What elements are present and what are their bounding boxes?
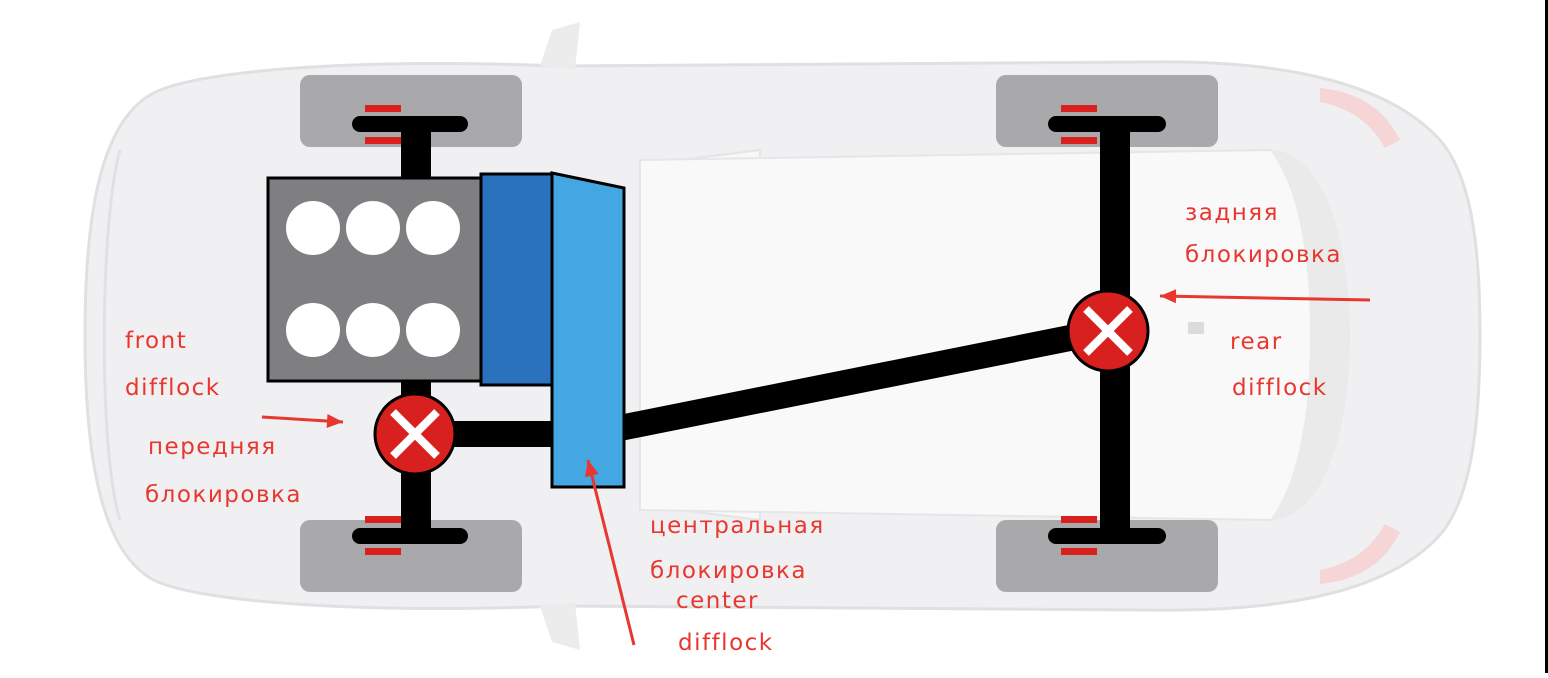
rear-difflock-en-line1: rear (1230, 329, 1283, 355)
cylinder-4-circle-icon (286, 303, 340, 357)
annotation-arrows (261, 289, 1371, 646)
center-difflock-ru-line1: центральная (650, 513, 825, 539)
wheel-rear-top-hub-mark-bottom (1061, 137, 1097, 144)
wheel-front-top-hub-mark-top (365, 105, 401, 112)
wheel-rear-bottom-hub-mark-top (1061, 516, 1097, 523)
cylinder-3-circle-icon (406, 201, 460, 255)
front-difflock-en-line1: front (125, 328, 188, 354)
cylinder-2-circle-icon (346, 201, 400, 255)
front-differential-x-circle-icon-x-stroke-2 (390, 409, 440, 459)
car-taillight-top (1320, 88, 1400, 148)
center-arrow-shaft (586, 459, 636, 646)
center-difflock-ru-line2: блокировка (650, 558, 808, 584)
front-difflock-ru-line2: блокировка (145, 482, 303, 508)
cylinder-1-circle-icon (286, 201, 340, 255)
front-difflock-en-line2: difflock (125, 375, 221, 401)
center-difflock-en-line1: center (676, 588, 759, 614)
right-border (1545, 0, 1548, 673)
gearbox (479, 172, 556, 387)
front-difflock-ru-line1: передняя (148, 434, 277, 460)
rear-arrow (1159, 289, 1371, 304)
front-arrow-head (326, 414, 343, 429)
wheel-front-bottom-hub-mark-top (365, 516, 401, 523)
rear-driveshaft (617, 317, 1113, 441)
cylinder-5-circle-icon (346, 303, 400, 357)
wheel-front-bottom-hub-mark-bottom (365, 548, 401, 555)
car-taillight-bottom (1320, 524, 1400, 584)
rear-differential-x-circle-icon-x-stroke-2 (1083, 306, 1133, 356)
cylinder-6-circle-icon (406, 303, 460, 357)
rear-arrow-shaft (1159, 294, 1371, 302)
car-rear-window (1270, 150, 1350, 520)
car-mirror-bottom (540, 602, 580, 650)
front-arrow (261, 414, 344, 429)
center-arrow (585, 459, 636, 646)
differentials (373, 289, 1150, 476)
powertrain (266, 171, 626, 489)
center-difflock-en-line2: difflock (678, 630, 774, 656)
wheel-front-top-hub-mark-bottom (365, 137, 401, 144)
center-arrow-head (585, 460, 599, 478)
rear-arrow-head (1160, 289, 1177, 304)
front-differential-x-circle-icon (373, 392, 457, 476)
front-axle-upper (401, 124, 431, 184)
car-front-bumper (102, 149, 122, 521)
rear-difflock-ru-line2: блокировка (1185, 242, 1343, 268)
wheel-rear-top-hub-mark-top (1061, 105, 1097, 112)
rear-difflock-ru-line1: задняя (1185, 200, 1279, 226)
car-rear-handle (1188, 322, 1204, 334)
car-mirror-top (540, 22, 580, 70)
transfer-case (550, 171, 626, 489)
rear-differential-x-circle-icon (1066, 289, 1150, 373)
wheel-rear-bottom-hub-mark-bottom (1061, 548, 1097, 555)
rear-difflock-en-line2: difflock (1232, 375, 1328, 401)
